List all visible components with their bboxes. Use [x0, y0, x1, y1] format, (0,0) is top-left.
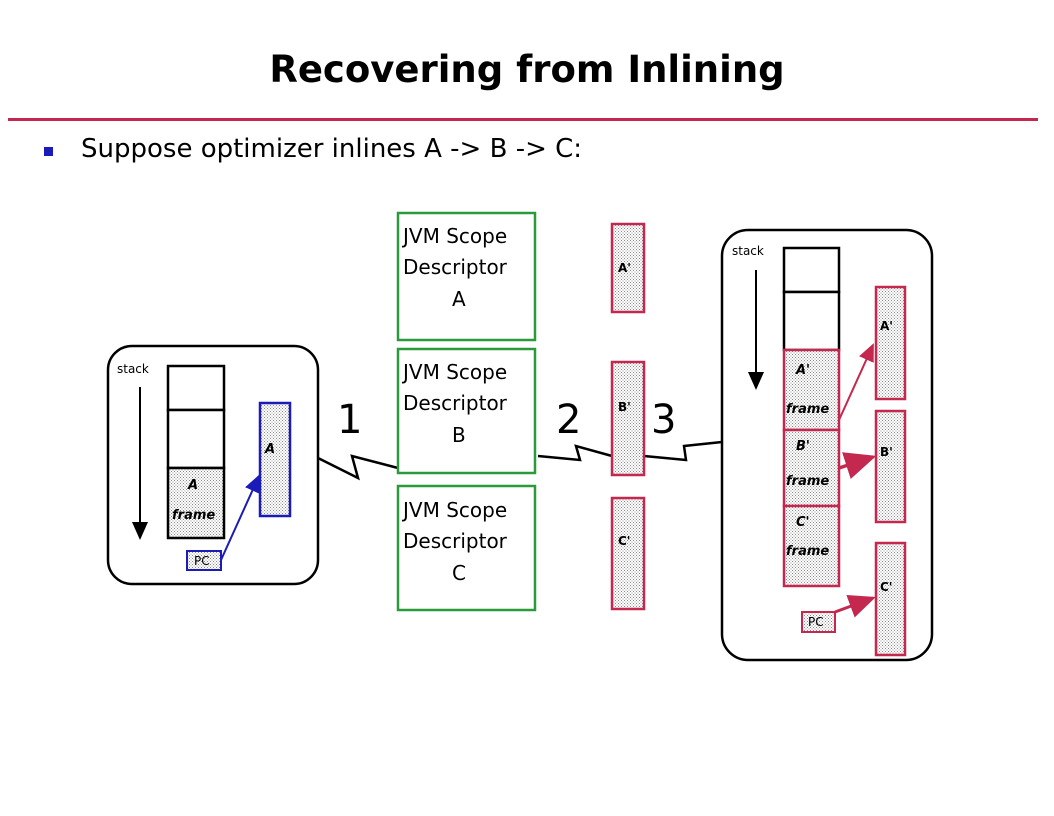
right-compiled-code-c	[874, 541, 907, 657]
right-frame-c-name: C'	[796, 515, 810, 530]
right-frame-b-word: frame	[786, 474, 829, 489]
right-code-b-label: B'	[880, 445, 893, 459]
descriptor-c: JVM Scope Descriptor C	[396, 484, 537, 612]
descriptor-b-line3: B	[452, 423, 466, 447]
lightning-connector-2	[537, 444, 613, 462]
descriptor-a-box	[396, 211, 537, 342]
left-frame-a-name: A	[187, 478, 198, 493]
descriptor-a-line1: JVM Scope	[401, 224, 507, 248]
title-divider	[8, 118, 1038, 121]
descriptor-a: JVM Scope Descriptor A	[396, 211, 537, 342]
right-compiled-code-a	[874, 285, 907, 401]
right-thread-panel: stack A' frame B' frame C' frame A' B' C…	[720, 228, 934, 662]
left-stack-slot	[166, 364, 226, 412]
right-pc-box	[801, 611, 836, 633]
right-compiled-code-b	[874, 409, 907, 524]
right-frame-c-word: frame	[786, 544, 829, 559]
compiled-code-c-label: C'	[618, 534, 630, 548]
descriptor-a-line3: A	[452, 287, 466, 311]
right-stack-slot	[782, 246, 841, 294]
descriptor-b: JVM Scope Descriptor B	[396, 347, 537, 475]
right-code-c-label: C'	[880, 580, 892, 594]
compiled-code-c	[610, 496, 646, 611]
left-interpreted-code-a	[258, 401, 292, 518]
left-frame-a-word: frame	[172, 508, 215, 523]
compiled-code-b	[610, 360, 646, 477]
descriptor-c-line3: C	[452, 561, 466, 585]
left-pc-box	[186, 550, 222, 571]
compiled-code-a	[610, 222, 646, 314]
compiled-code-b-label: B'	[618, 400, 631, 414]
right-frame-a-name: A'	[795, 363, 810, 378]
left-frame-a	[166, 466, 226, 540]
step-number-1: 1	[337, 397, 362, 443]
right-frame-b-arrow	[838, 452, 877, 479]
step-number-3: 3	[651, 397, 676, 443]
right-frame-b-name: B'	[796, 439, 810, 454]
left-stack-label: stack	[117, 362, 149, 376]
compiled-code-a-label: A'	[618, 261, 631, 275]
right-code-a-label: A'	[880, 319, 893, 333]
left-pc-label: PC	[194, 554, 210, 568]
right-pc-label: PC	[808, 615, 824, 629]
descriptor-c-line1: JVM Scope	[401, 498, 507, 522]
descriptor-b-line1: JVM Scope	[401, 360, 507, 384]
right-stack-slot	[782, 290, 841, 352]
descriptor-c-box	[396, 484, 537, 612]
bullet-text: Suppose optimizer inlines A -> B -> C:	[81, 134, 583, 164]
descriptor-b-box	[396, 347, 537, 475]
left-pc-arrow	[220, 474, 260, 561]
right-frame-a-arrow	[838, 343, 874, 421]
page-title: Recovering from Inlining	[269, 48, 785, 91]
right-stack-label: stack	[732, 244, 764, 258]
right-frame-a	[782, 348, 841, 432]
right-frame-c	[782, 504, 841, 588]
descriptor-c-line2: Descriptor	[403, 529, 508, 553]
right-frame-a-word: frame	[786, 402, 829, 417]
left-code-a-label: A	[264, 442, 275, 457]
right-frame-b	[782, 428, 841, 508]
step-number-2: 2	[556, 397, 581, 443]
bullet-marker	[44, 147, 53, 156]
right-pc-arrow	[834, 595, 876, 618]
lightning-connector-3	[643, 440, 723, 462]
lightning-connector-1	[317, 454, 399, 481]
descriptor-b-line2: Descriptor	[403, 391, 508, 415]
left-thread-panel: stack A frame A PC	[106, 344, 320, 586]
descriptor-a-line2: Descriptor	[403, 255, 508, 279]
left-stack-slot	[166, 408, 226, 470]
